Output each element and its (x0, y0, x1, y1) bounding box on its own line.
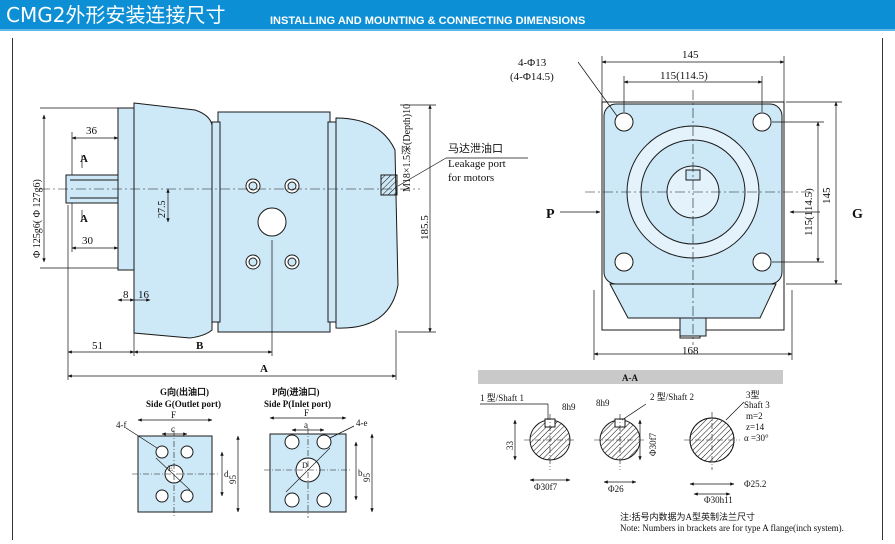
section-aa-title: A-A (622, 373, 638, 383)
section-a-bottom: A (80, 213, 88, 225)
spline-alpha: α =30° (744, 433, 769, 443)
holes-label-alt: (4-Φ14.5) (510, 71, 554, 83)
shaft3-en: Shaft 3 (744, 400, 770, 410)
g-dim-c: c (171, 424, 175, 434)
note-cn: 注:括号内数据为A型英制法兰尺寸 (620, 512, 756, 522)
p-dim-b: b (358, 468, 363, 478)
dim-115-top: 115(114.5) (660, 70, 708, 82)
shaft-2-section (594, 414, 646, 470)
dim-51: 51 (92, 340, 103, 352)
shaft2-key: 8h9 (596, 398, 610, 408)
g-dim-4f: 4-f (116, 420, 127, 430)
bolt-hole (614, 112, 634, 132)
p-dim-f: F (304, 408, 309, 418)
p-dim-95: 95 (362, 473, 372, 483)
p-title-en: Side P(Inlet port) (264, 399, 331, 409)
p-dim-4e: 4-e (356, 418, 368, 428)
dim-a: A (260, 363, 268, 375)
title-cn: CMG2外形安装连接尺寸 (6, 3, 226, 27)
dim-16: 16 (138, 289, 150, 301)
dim-flange-diameter: Φ 125g6( Φ 127g6) (32, 179, 43, 258)
spline-m: m=2 (746, 411, 763, 421)
p-port-view (264, 428, 352, 518)
g-title-cn: G向(出油口) (160, 386, 209, 397)
shaft2-dia: Φ30f7 (648, 432, 658, 456)
dim-168: 168 (682, 345, 699, 357)
dim-145-top: 145 (682, 49, 699, 61)
shaft2-label: 2 型/Shaft 2 (650, 392, 694, 402)
g-dim-d: d (224, 469, 229, 479)
dim-36: 36 (86, 125, 98, 137)
bolt-hole (752, 252, 772, 272)
side-p-label: P (546, 207, 555, 222)
g-dim-f: F (171, 410, 176, 420)
holes-label: 4-Φ13 (518, 57, 547, 69)
p-dim-a: a (304, 420, 308, 430)
p-dim-d: D (302, 461, 308, 470)
shaft3-label: 3型 (746, 390, 760, 400)
note-en: Note: Numbers in brackets are for type A… (620, 523, 844, 533)
dim-115-right: 115(114.5) (803, 188, 815, 236)
dim-8: 8 (123, 289, 129, 301)
dim-30: 30 (82, 235, 94, 247)
page-header: CMG2外形安装连接尺寸 INSTALLING AND MOUNTING & C… (0, 0, 895, 31)
drawing-frame (12, 38, 883, 540)
g-dim-95: 95 (228, 475, 238, 485)
dim-27-5: 27.5 (157, 201, 168, 219)
shaft1-dia: Φ30f7 (534, 482, 558, 492)
shaft3-dia2: Φ30h11 (704, 495, 733, 505)
shaft1-dim-33: 33 (505, 441, 515, 451)
shaft1-key: 8h9 (562, 402, 576, 412)
bolt-hole (614, 252, 634, 272)
g-title-en: Side G(Outlet port) (146, 399, 221, 409)
shaft-3-section (684, 412, 740, 470)
dim-185-5: 185.5 (419, 215, 431, 240)
shaft-1-section (524, 414, 576, 470)
section-title-bar (478, 370, 783, 384)
shaft3-dia: Φ25.2 (744, 479, 766, 489)
spline-z: z=14 (746, 422, 765, 432)
side-view (40, 102, 420, 339)
leak-port-en2: for motors (448, 172, 494, 184)
dim-b: B (196, 340, 204, 352)
port-thread: M18×1.5深(Depth)10 (401, 104, 413, 192)
g-port-view (132, 430, 218, 518)
section-a-top: A (80, 153, 88, 165)
front-cover (133, 102, 213, 339)
leak-port-cn: 马达泄油口 (448, 141, 503, 155)
g-dim-e: E (168, 464, 173, 473)
dim-145-right: 145 (821, 187, 833, 204)
header-underline (0, 29, 895, 31)
bolt-hole (752, 112, 772, 132)
title-en: INSTALLING AND MOUNTING & CONNECTING DIM… (270, 15, 586, 27)
rear-cover (335, 117, 399, 329)
leak-port-en1: Leakage port (448, 158, 506, 170)
center-body (217, 111, 331, 333)
p-title-cn: P向(进油口) (272, 386, 320, 397)
end-view (585, 90, 810, 345)
side-g-label: G (852, 207, 863, 222)
shaft2-dia2: Φ26 (608, 484, 624, 494)
shaft1-label: 1 型/Shaft 1 (480, 393, 524, 403)
